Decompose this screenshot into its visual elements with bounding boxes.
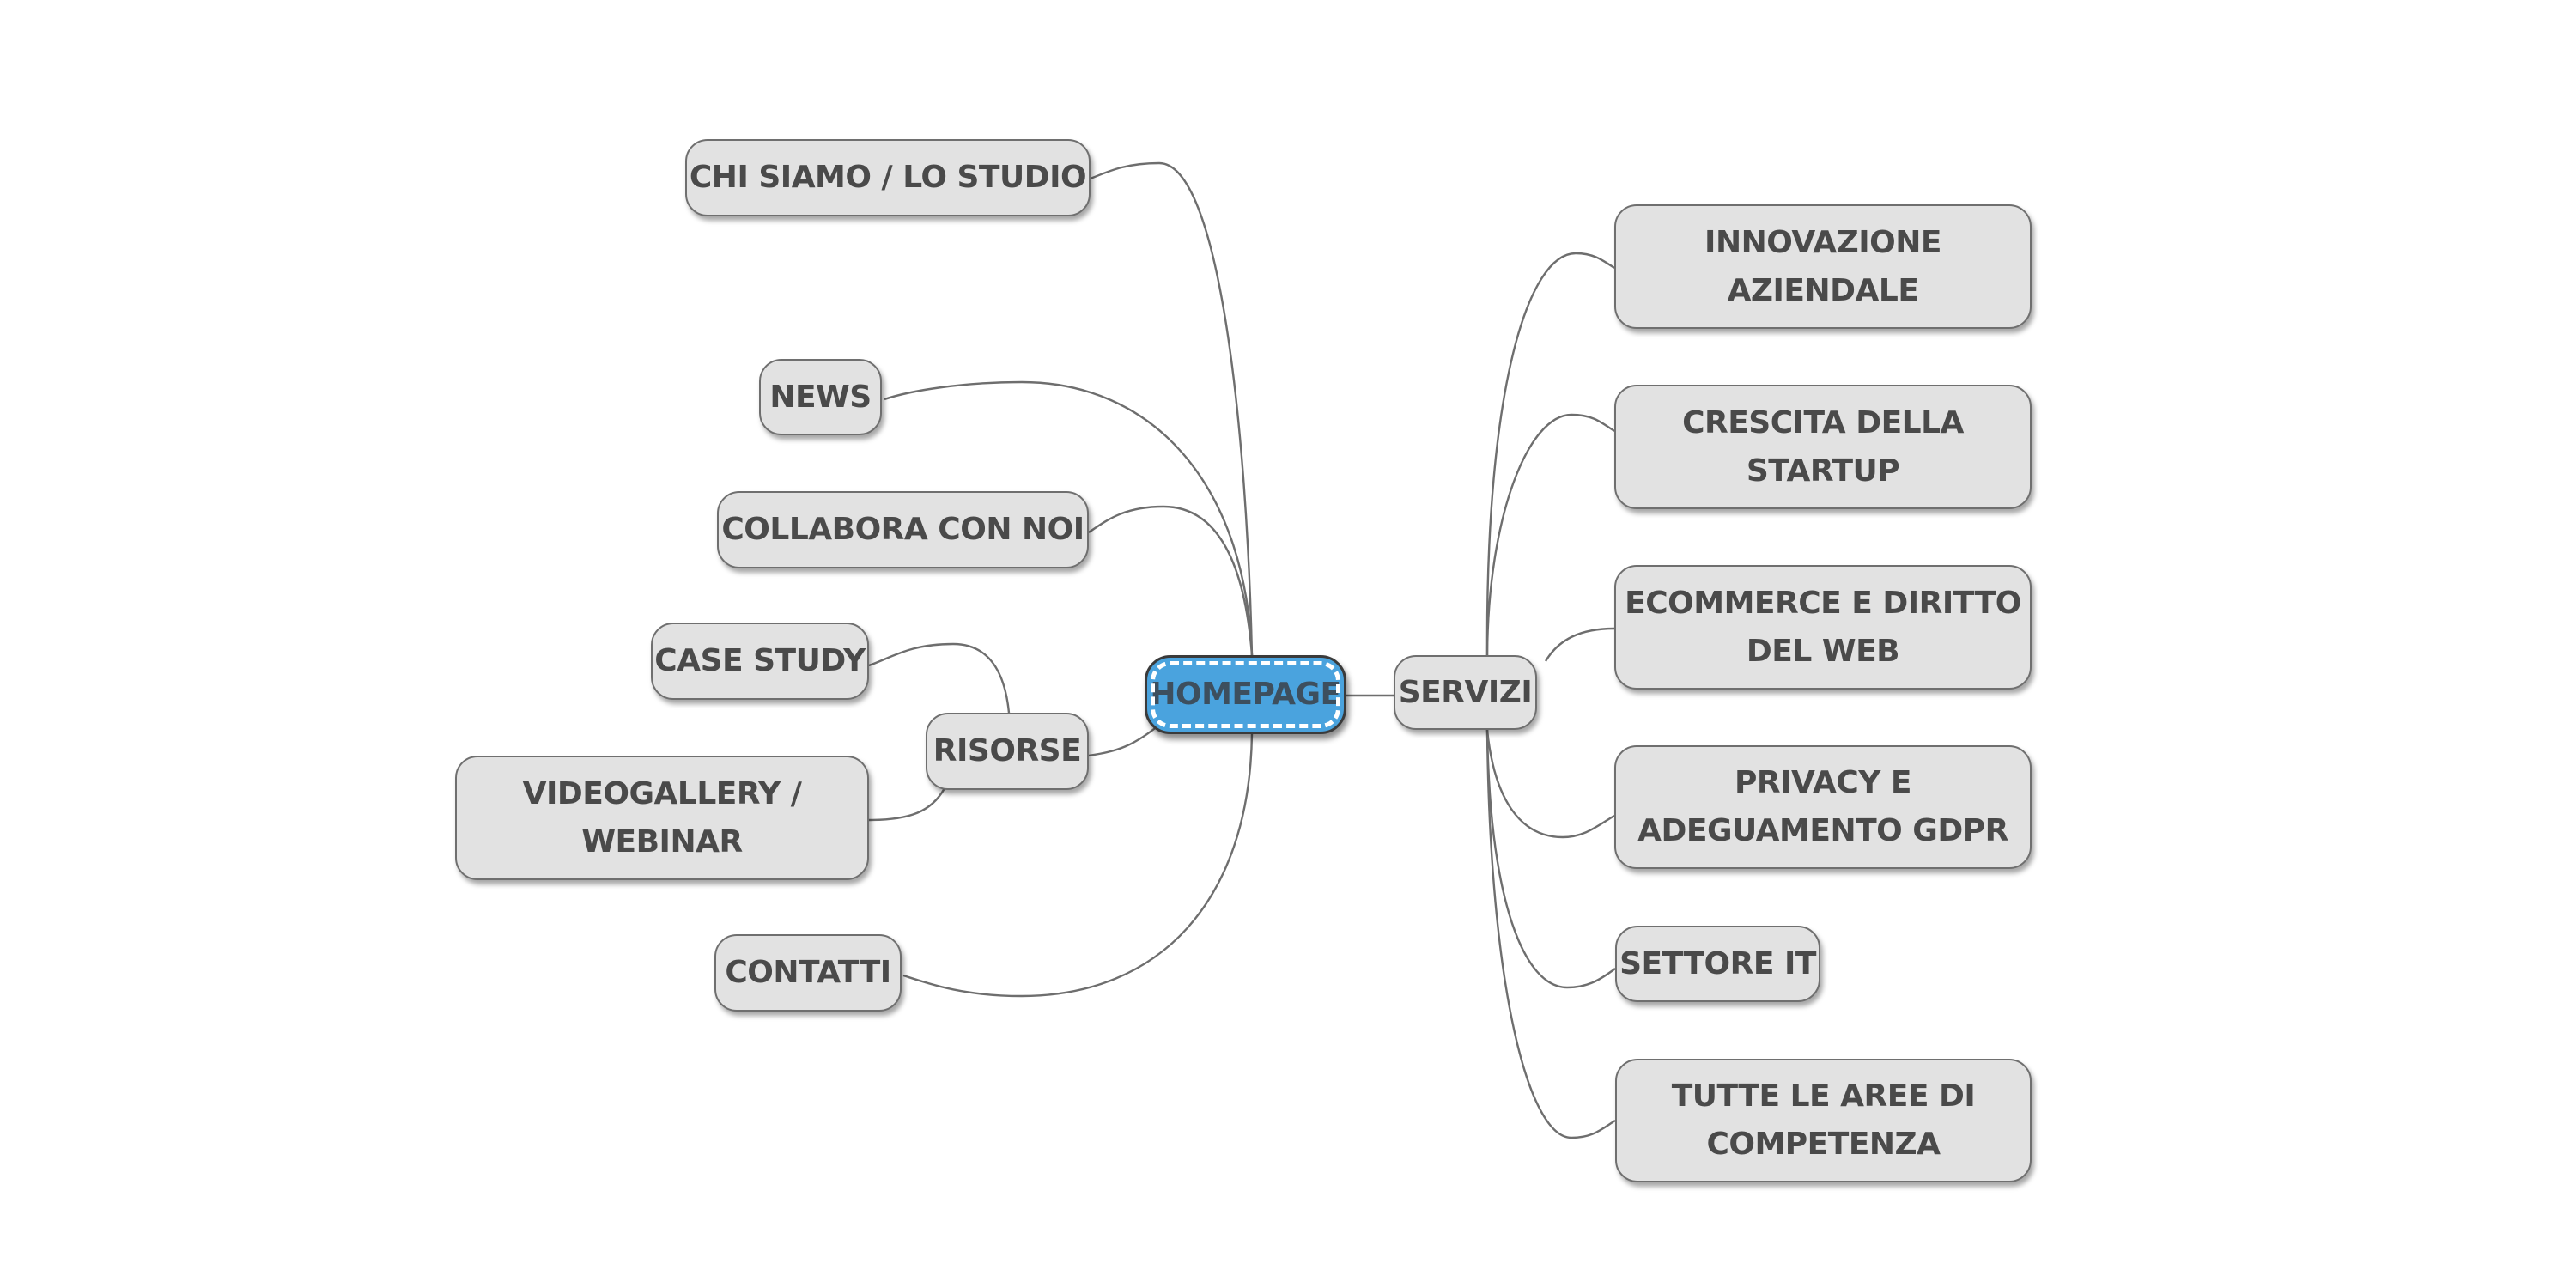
node-crescita[interactable]: CRESCITA DELLA STARTUP — [1614, 385, 2032, 509]
link-contatti — [902, 733, 1254, 998]
link-privacy — [1485, 729, 1615, 839]
node-ecommerce[interactable]: ECOMMERCE E DIRITTO DEL WEB — [1614, 565, 2032, 690]
node-label: ECOMMERCE E DIRITTO DEL WEB — [1625, 585, 2021, 669]
node-label: TUTTE LE AREE DI COMPETENZA — [1671, 1078, 1976, 1162]
node-innovazione[interactable]: INNOVAZIONE AZIENDALE — [1614, 204, 2032, 329]
node-tutte-aree[interactable]: TUTTE LE AREE DI COMPETENZA — [1615, 1059, 2032, 1182]
link-case-study — [868, 642, 1011, 714]
link-innovazione — [1485, 252, 1615, 656]
node-chi-siamo[interactable]: CHI SIAMO / LO STUDIO — [685, 139, 1091, 216]
node-label: VIDEOGALLERY / WEBINAR — [522, 775, 802, 860]
node-videogallery[interactable]: VIDEOGALLERY / WEBINAR — [455, 756, 869, 880]
node-label: CONTATTI — [725, 955, 891, 990]
node-label: CHI SIAMO / LO STUDIO — [689, 160, 1087, 195]
link-collabora — [1088, 505, 1254, 656]
node-label: CRESCITA DELLA STARTUP — [1682, 404, 1964, 489]
node-label: SERVIZI — [1398, 674, 1533, 710]
node-servizi[interactable]: SERVIZI — [1394, 655, 1537, 730]
node-label: COLLABORA CON NOI — [721, 512, 1084, 547]
node-contatti[interactable]: CONTATTI — [714, 934, 902, 1012]
link-ecommerce — [1544, 627, 1615, 662]
link-videogallery — [868, 787, 946, 822]
link-settore-it — [1485, 729, 1616, 989]
node-case-study[interactable]: CASE STUDY — [651, 623, 869, 700]
link-tutte-aree — [1485, 729, 1616, 1139]
node-privacy[interactable]: PRIVACY E ADEGUAMENTO GDPR — [1614, 745, 2032, 869]
homepage-node[interactable]: HOMEPAGE — [1145, 655, 1346, 734]
node-news[interactable]: NEWS — [759, 359, 882, 435]
link-chi-siamo — [1090, 161, 1254, 656]
node-label: SETTORE IT — [1619, 945, 1816, 981]
node-label: CASE STUDY — [654, 643, 866, 678]
node-label: RISORSE — [933, 733, 1082, 769]
node-label: NEWS — [769, 379, 872, 415]
node-label: PRIVACY E ADEGUAMENTO GDPR — [1637, 765, 2008, 848]
link-news — [884, 380, 1254, 656]
node-settore-it[interactable]: SETTORE IT — [1615, 926, 1820, 1002]
homepage-label: HOMEPAGE — [1150, 677, 1341, 712]
node-risorse[interactable]: RISORSE — [926, 713, 1089, 790]
node-label: INNOVAZIONE AZIENDALE — [1704, 224, 1941, 308]
link-crescita — [1485, 413, 1615, 656]
node-collabora[interactable]: COLLABORA CON NOI — [717, 491, 1089, 568]
